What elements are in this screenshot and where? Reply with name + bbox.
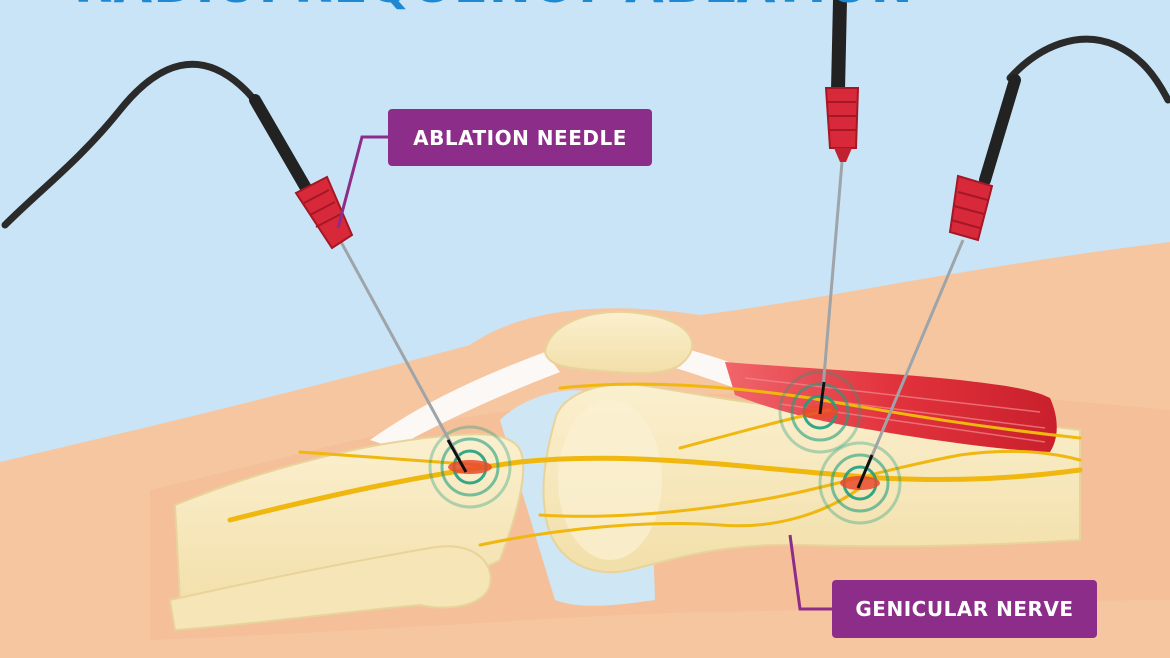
fibula xyxy=(168,545,492,632)
ablation-needle-icon xyxy=(249,94,468,473)
page-title: RADIOFREQUENCY ABLATION xyxy=(74,0,914,14)
label-leaders xyxy=(336,135,832,611)
ablation-needle-icon xyxy=(818,0,860,415)
ablation-needle-label: ABLATION NEEDLE xyxy=(388,109,652,166)
ablation-needle-icon xyxy=(856,74,1021,489)
genicular-nerve-label: GENICULAR NERVE xyxy=(832,580,1097,638)
needle-cables xyxy=(1,35,1170,229)
patellar-tendon xyxy=(370,352,560,448)
ablation-zone-icon xyxy=(428,425,512,509)
patella xyxy=(543,311,694,375)
femoral-condyle xyxy=(558,400,662,560)
